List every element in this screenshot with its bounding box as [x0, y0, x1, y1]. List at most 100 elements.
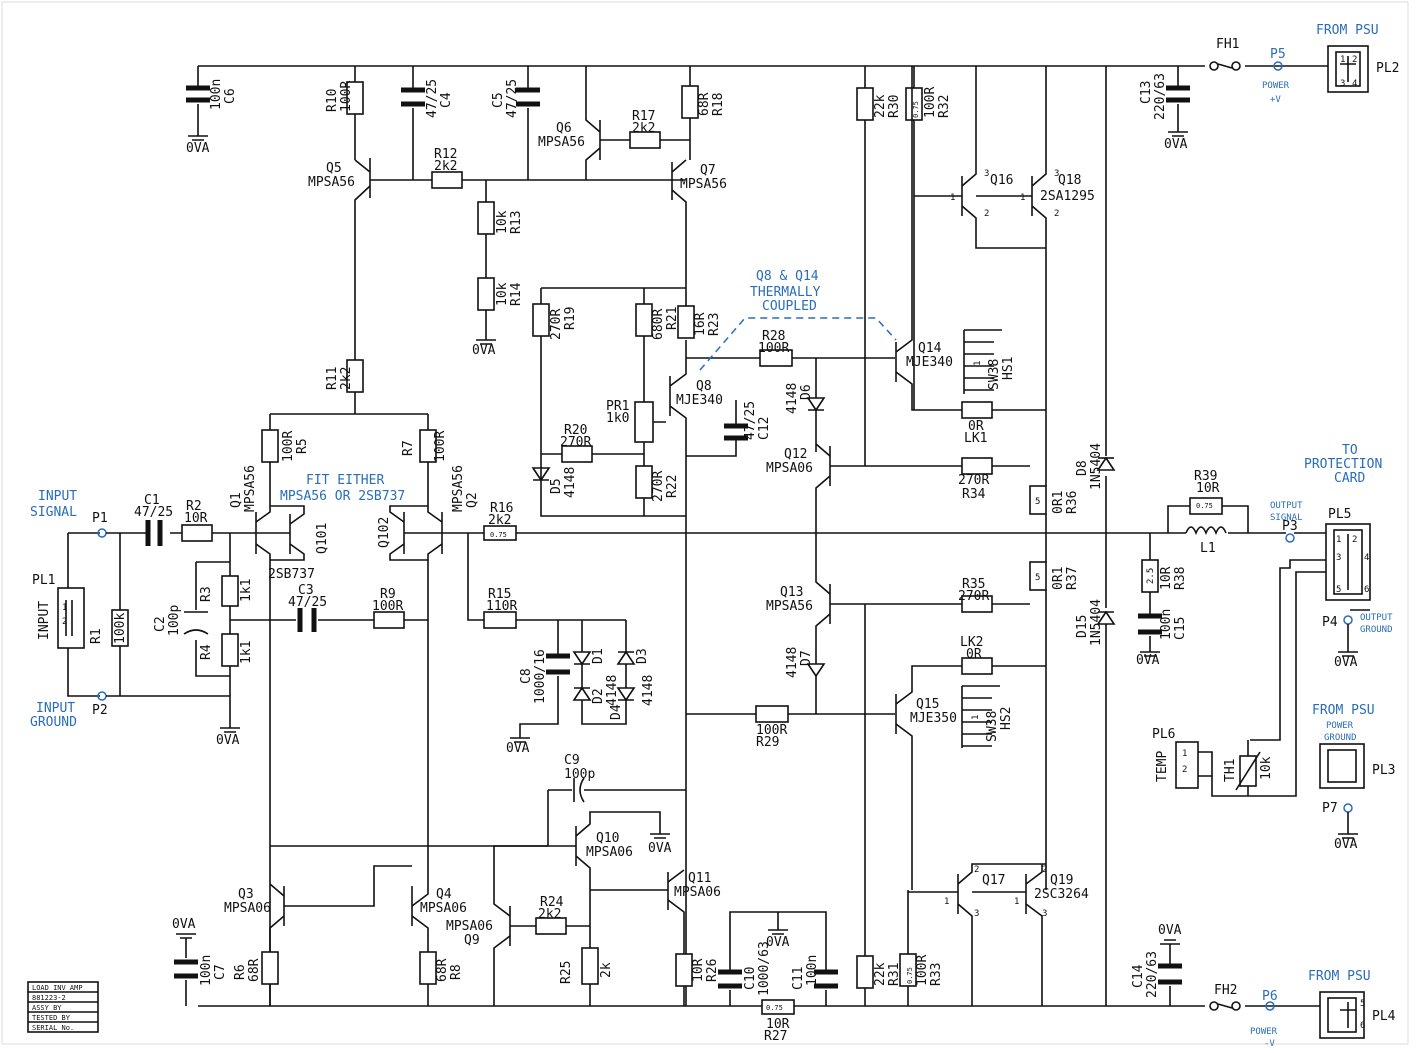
th1-value: 10k [1259, 756, 1274, 780]
input-stage [57, 359, 582, 1006]
d2-name: D2 [591, 688, 606, 704]
input-ground-1: INPUT [36, 701, 75, 716]
r37-rating: 5 [1035, 573, 1040, 583]
r12-name: R12 [434, 147, 457, 162]
p4-label: P4 [1322, 615, 1338, 630]
q5-type: MPSA56 [308, 175, 355, 190]
r14-value: 10k [495, 282, 510, 306]
pl2-pin2: 2 [1352, 55, 1357, 65]
c15-name: C15 [1173, 617, 1188, 640]
c3-name: C3 [298, 583, 314, 598]
d3-name: D3 [635, 648, 650, 664]
pl5-pin4: 4 [1364, 553, 1369, 563]
r9-value: 100R [372, 599, 403, 614]
lk2-value: 0R [966, 647, 982, 662]
r29-value: 100R [756, 723, 787, 738]
title-line3: ASSY BY [32, 1004, 62, 1012]
r11-name: R11 [325, 367, 340, 390]
p7-label: P7 [1322, 801, 1338, 816]
q15-type: MJE350 [910, 711, 957, 726]
hs1-sw: SW38 [987, 359, 1002, 390]
r21-value: 680R [651, 309, 666, 340]
c1-value: 47/25 [134, 505, 173, 520]
feedback-network [510, 619, 636, 743]
c8-name: C8 [519, 668, 534, 684]
r6-value: 68R [247, 958, 262, 982]
thermal-coupling-line [699, 317, 897, 371]
q17-pin1: 1 [944, 897, 949, 907]
output-ground-1: OUTPUT [1360, 613, 1393, 623]
pl2-pin1: 1 [1340, 55, 1345, 65]
hs2-label: HS2 [999, 707, 1014, 730]
input-label: INPUT [37, 601, 52, 640]
r29-name: R29 [756, 735, 779, 750]
r18-name: R18 [711, 93, 726, 116]
d8-name: D8 [1075, 460, 1090, 476]
ova-r14: 0VA [472, 343, 496, 358]
p2-label: P2 [92, 703, 108, 718]
r30-name: R30 [887, 95, 902, 118]
r39-name: R39 [1194, 469, 1217, 484]
q19-name: Q19 [1050, 873, 1073, 888]
title-line4: TESTED BY [32, 1014, 71, 1022]
from-psu-top: FROM PSU [1316, 23, 1379, 38]
output-ground-2: GROUND [1360, 625, 1393, 635]
q12-type: MPSA06 [766, 461, 813, 476]
r22-name: R22 [665, 475, 680, 498]
d5-name: D5 [549, 478, 564, 494]
q19-type: 2SC3264 [1034, 887, 1089, 902]
th1-label: TH1 [1223, 759, 1238, 782]
r37-value: 0R1 [1051, 567, 1066, 590]
r19-value: 270R [549, 309, 564, 340]
q16-name: Q16 [990, 173, 1013, 188]
q18-pin2: 2 [1054, 209, 1059, 219]
r39-value: 10R [1196, 481, 1220, 496]
title-block [27, 981, 99, 1033]
q5-name: Q5 [326, 161, 342, 176]
r31-value: 22k [873, 962, 888, 986]
q19-pin3: 3 [1042, 909, 1047, 919]
d4-name: D4 [609, 704, 624, 720]
r33-value: 100R [915, 955, 930, 986]
pl5-pin3: 3 [1336, 553, 1341, 563]
r24-value: 2k2 [538, 907, 561, 922]
r38-name: R38 [1173, 567, 1188, 590]
r36-name: R36 [1065, 491, 1080, 514]
r5-value: 100R [281, 431, 296, 462]
r3-value: 1k1 [239, 579, 254, 602]
r18-value: 68R [697, 92, 712, 116]
d5-value: 4148 [563, 467, 578, 498]
r16-name: R16 [490, 501, 513, 516]
r15-value: 110R [486, 599, 517, 614]
q11-type: MPSA06 [674, 885, 721, 900]
r11-value: 2k2 [339, 367, 354, 390]
r22-value: 270R [651, 471, 666, 502]
r32-value: 100R [923, 87, 938, 118]
r32-rating: 0.75 [912, 101, 920, 118]
fit-either-1: FIT EITHER [306, 473, 384, 488]
pr1-name: PR1 [606, 399, 629, 414]
q14-type: MJE340 [906, 355, 953, 370]
d7-name: D7 [799, 650, 814, 666]
r16-value: 2k2 [488, 513, 511, 528]
r36-value: 0R1 [1051, 491, 1066, 514]
q17-name: Q17 [982, 873, 1005, 888]
r20-value: 270R [560, 435, 591, 450]
r3-name: R3 [199, 586, 214, 602]
q6-name: Q6 [556, 121, 572, 136]
vas-bias [531, 66, 1047, 1006]
r7-value: 100R [433, 431, 448, 462]
r6-name: R6 [233, 964, 248, 980]
pl5-pin1: 1 [1336, 535, 1341, 545]
temp-label: TEMP [1155, 751, 1170, 782]
r36-rating: 5 [1035, 497, 1040, 507]
r20-name: R20 [564, 423, 587, 438]
c6-name: C6 [223, 88, 238, 104]
r28-name: R28 [762, 329, 785, 344]
ova-q10: 0VA [648, 841, 672, 856]
power-ground-2: GROUND [1324, 733, 1357, 743]
q102-name: Q102 [377, 517, 392, 548]
d1-name: D1 [591, 648, 606, 664]
power-ground-1: POWER [1326, 721, 1354, 731]
pl6-label: PL6 [1152, 727, 1175, 742]
